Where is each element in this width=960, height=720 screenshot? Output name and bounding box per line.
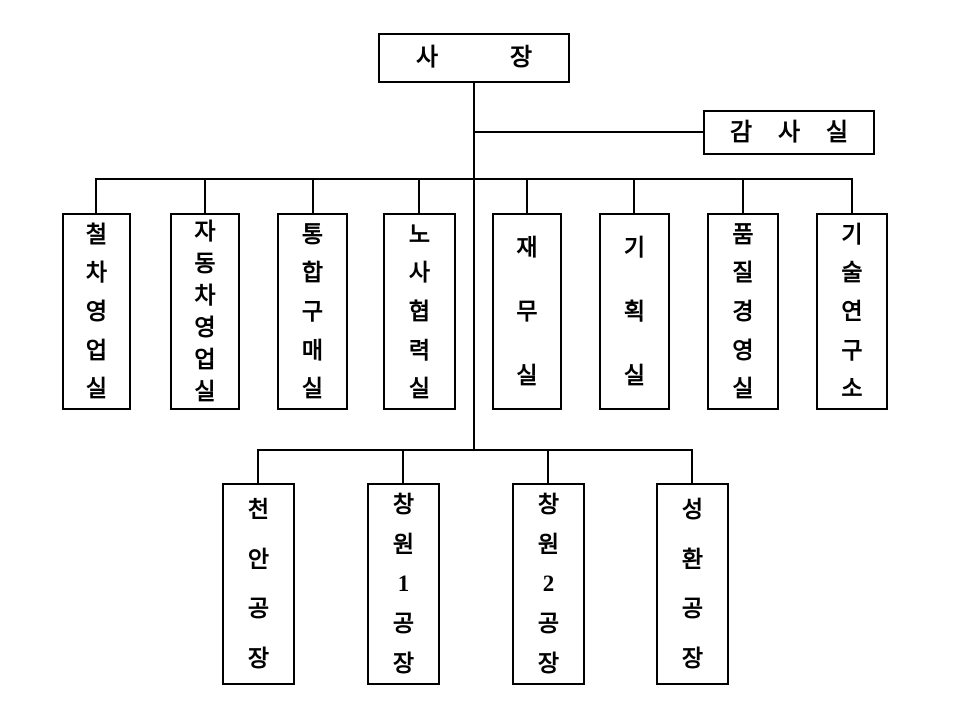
line-tier1-drop-2 <box>204 178 206 214</box>
line-tier2-drop-1 <box>257 449 259 484</box>
line-audit-connector <box>473 131 704 133</box>
line-tier1-horizontal <box>95 178 853 180</box>
line-tier1-drop-5 <box>526 178 528 214</box>
line-tier1-drop-7 <box>742 178 744 214</box>
line-tier2-horizontal <box>257 449 693 451</box>
line-tier2-drop-2 <box>402 449 404 484</box>
line-tier1-drop-4 <box>418 178 420 214</box>
line-tier1-drop-8 <box>851 178 853 214</box>
line-trunk-vertical <box>473 83 475 451</box>
line-tier2-drop-4 <box>691 449 693 484</box>
line-tier2-drop-3 <box>547 449 549 484</box>
line-tier1-drop-1 <box>95 178 97 214</box>
line-tier1-drop-3 <box>312 178 314 214</box>
line-tier1-drop-6 <box>633 178 635 214</box>
